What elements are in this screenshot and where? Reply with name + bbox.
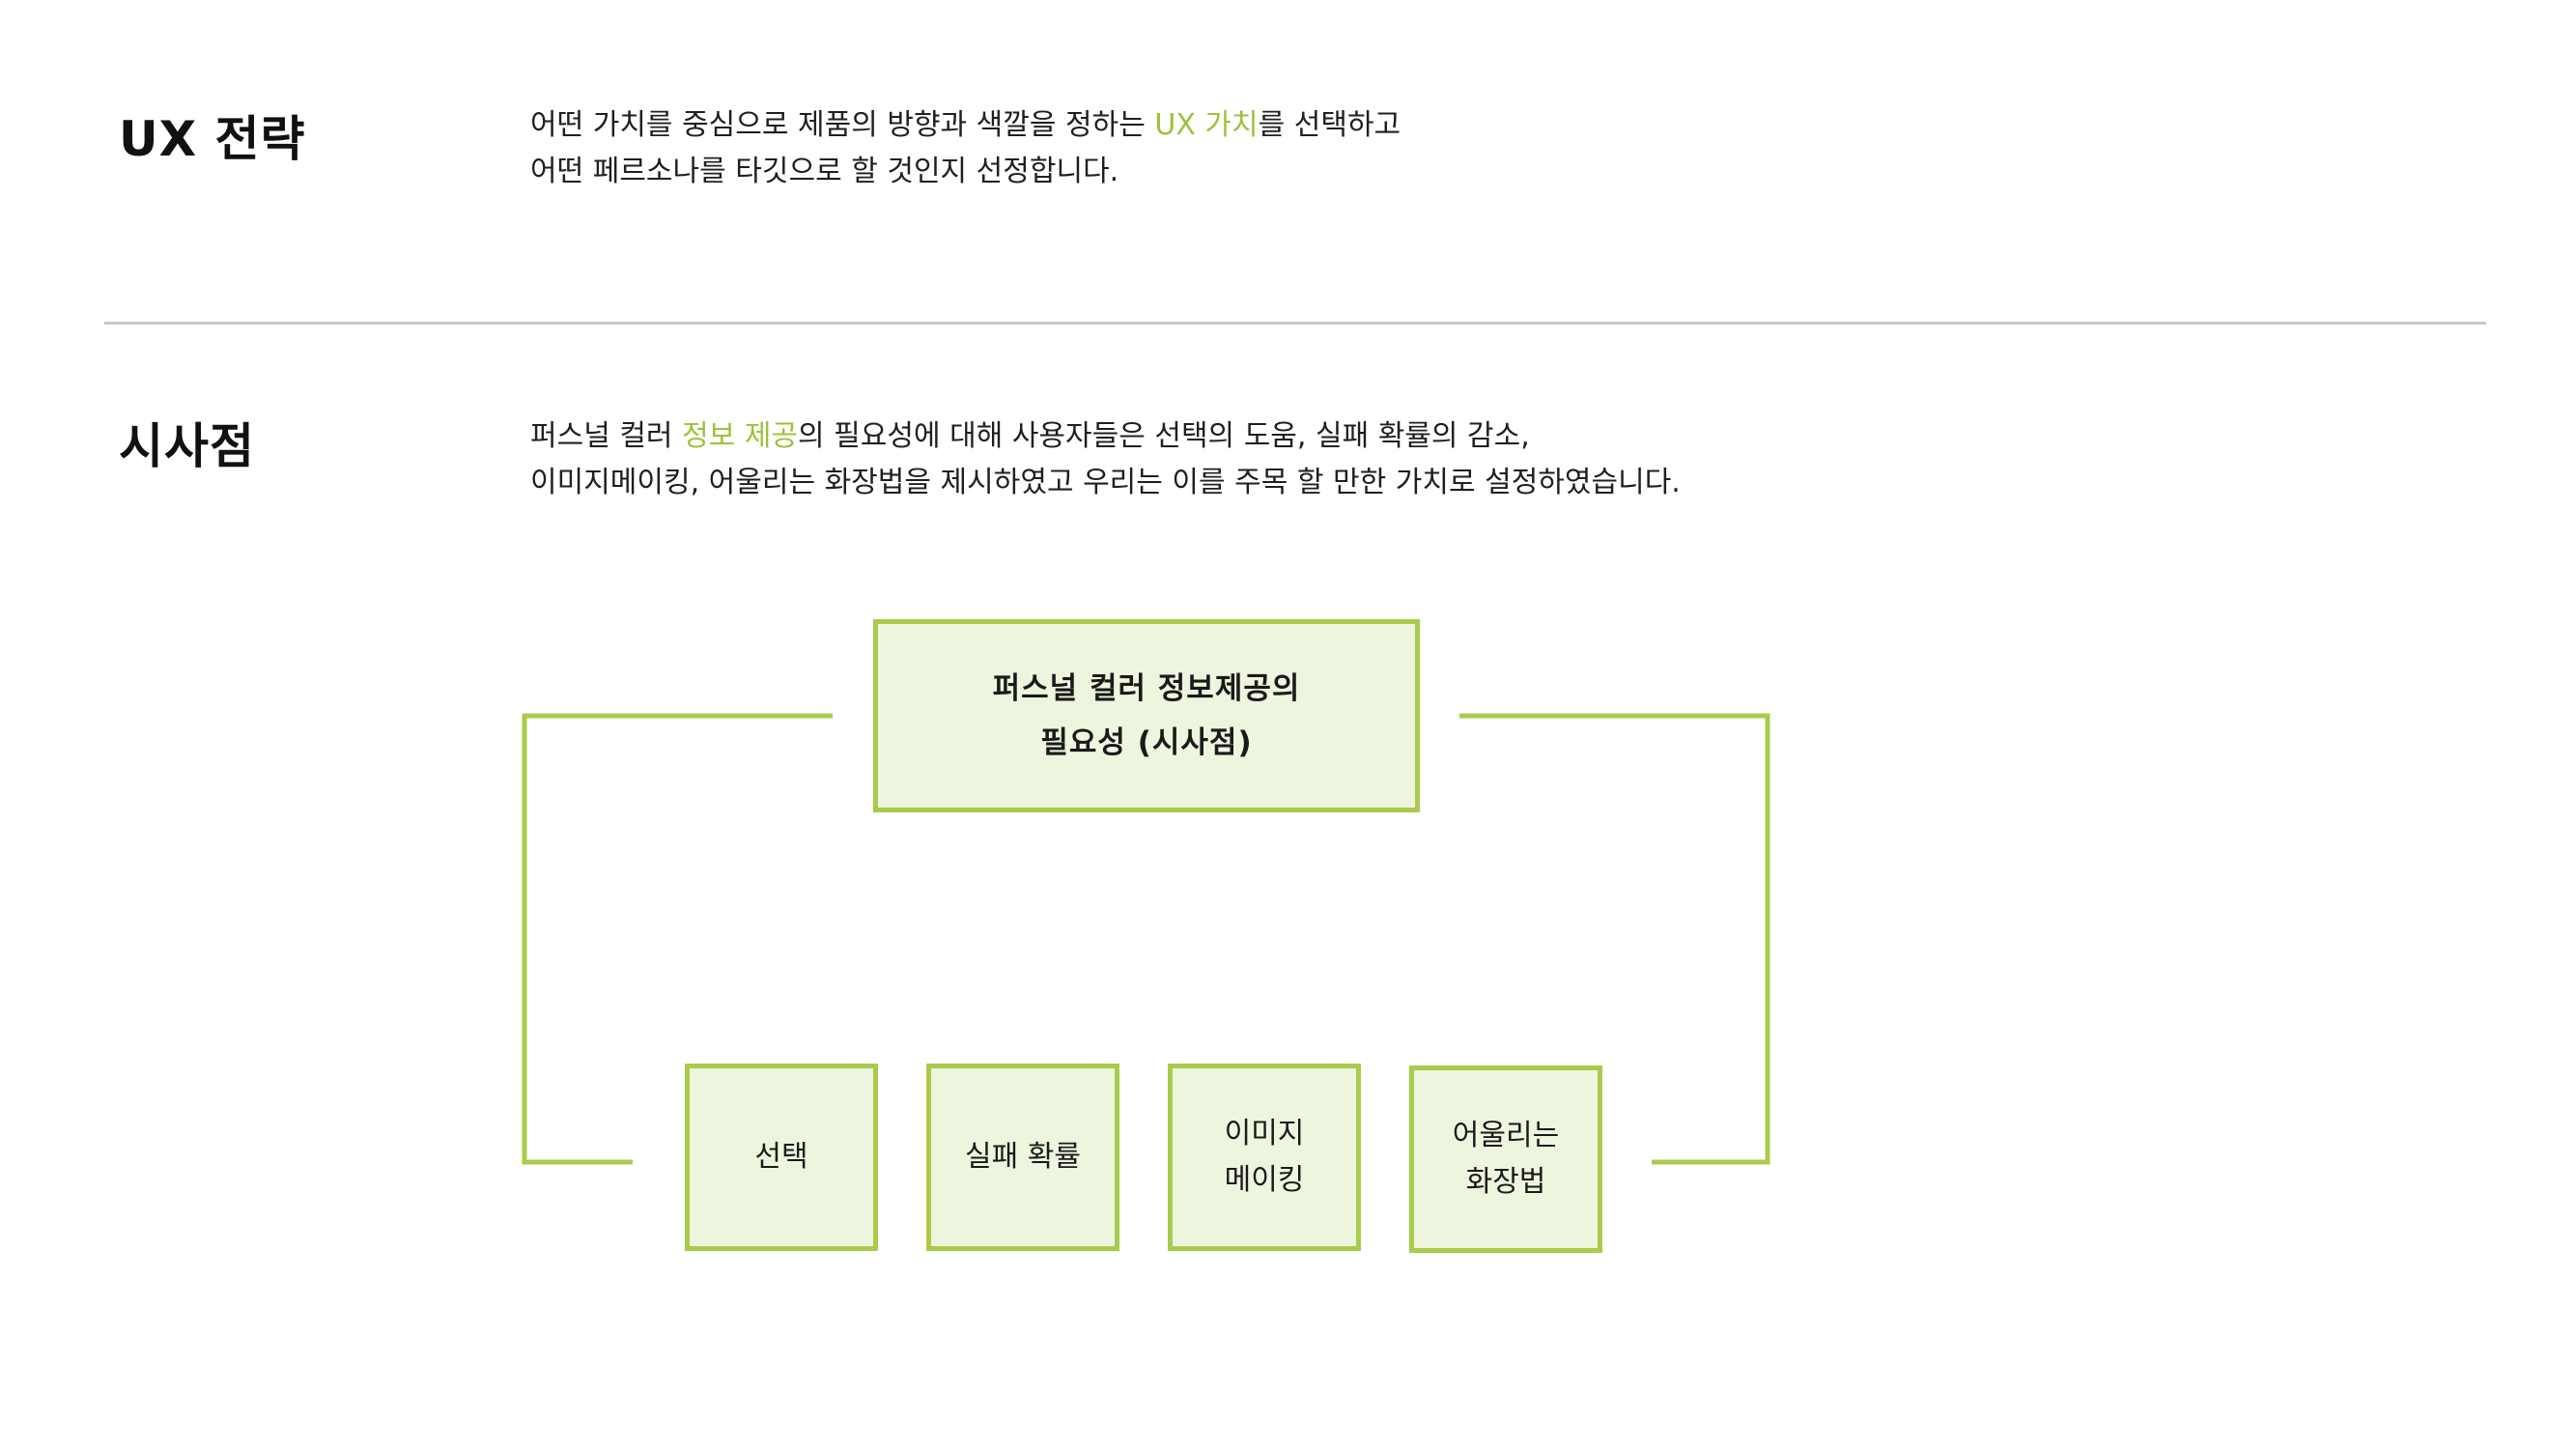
section-title-implications: 시사점 [119,418,255,474]
info-provision-highlight: 정보 제공 [682,419,799,453]
item-makeup-line-1: 어울리는 [1452,1119,1560,1152]
implications-description: 퍼스널 컬러 정보 제공의 필요성에 대해 사용자들은 선택의 도움, 실패 확… [530,413,1681,506]
item-failure-rate-label: 실패 확률 [965,1140,1081,1174]
implications-line-2: 이미지메이킹, 어울리는 화장법을 제시하였고 우리는 이를 주목 할 만한 가… [530,466,1681,499]
diagram-item-failure-rate: 실패 확률 [926,1064,1119,1251]
ux-strategy-description: 어떤 가치를 중심으로 제품의 방향과 색깔을 정하는 UX 가치를 선택하고 … [530,102,1401,195]
main-box-line-1: 퍼스널 컬러 정보제공의 [992,671,1301,706]
implications-line-1-end: 의 필요성에 대해 사용자들은 선택의 도움, 실패 확률의 감소, [798,419,1530,453]
diagram-item-image-making: 이미지 메이킹 [1168,1064,1361,1251]
right-bracket-line [1459,713,1770,1165]
implications-line-1-text: 퍼스널 컬러 [530,419,683,453]
item-choice-label: 선택 [754,1140,808,1174]
item-makeup-line-2: 화장법 [1465,1165,1546,1199]
ux-strategy-line-1-end: 를 선택하고 [1258,108,1401,142]
main-box-line-2: 필요성 (시사점) [1040,725,1253,760]
ux-strategy-line-1: 어떤 가치를 중심으로 제품의 방향과 색깔을 정하는 UX 가치를 선택하고 [530,102,1401,149]
section-divider [104,322,2486,325]
diagram-main-box: 퍼스널 컬러 정보제공의 필요성 (시사점) [873,619,1420,812]
ux-strategy-line-1-text: 어떤 가치를 중심으로 제품의 방향과 색깔을 정하는 [530,108,1155,142]
implications-line-1: 퍼스널 컬러 정보 제공의 필요성에 대해 사용자들은 선택의 도움, 실패 확… [530,413,1681,460]
left-bracket-line [522,713,833,1165]
item-image-making-line-1: 이미지 [1224,1117,1305,1151]
ux-value-highlight: UX 가치 [1154,108,1259,142]
diagram-item-choice: 선택 [685,1064,878,1251]
section-title-ux-strategy: UX 전략 [119,111,306,167]
diagram-item-makeup: 어울리는 화장법 [1409,1065,1602,1253]
ux-strategy-line-2: 어떤 페르소나를 타깃으로 할 것인지 선정합니다. [530,155,1119,188]
item-image-making-line-2: 메이킹 [1224,1163,1305,1197]
